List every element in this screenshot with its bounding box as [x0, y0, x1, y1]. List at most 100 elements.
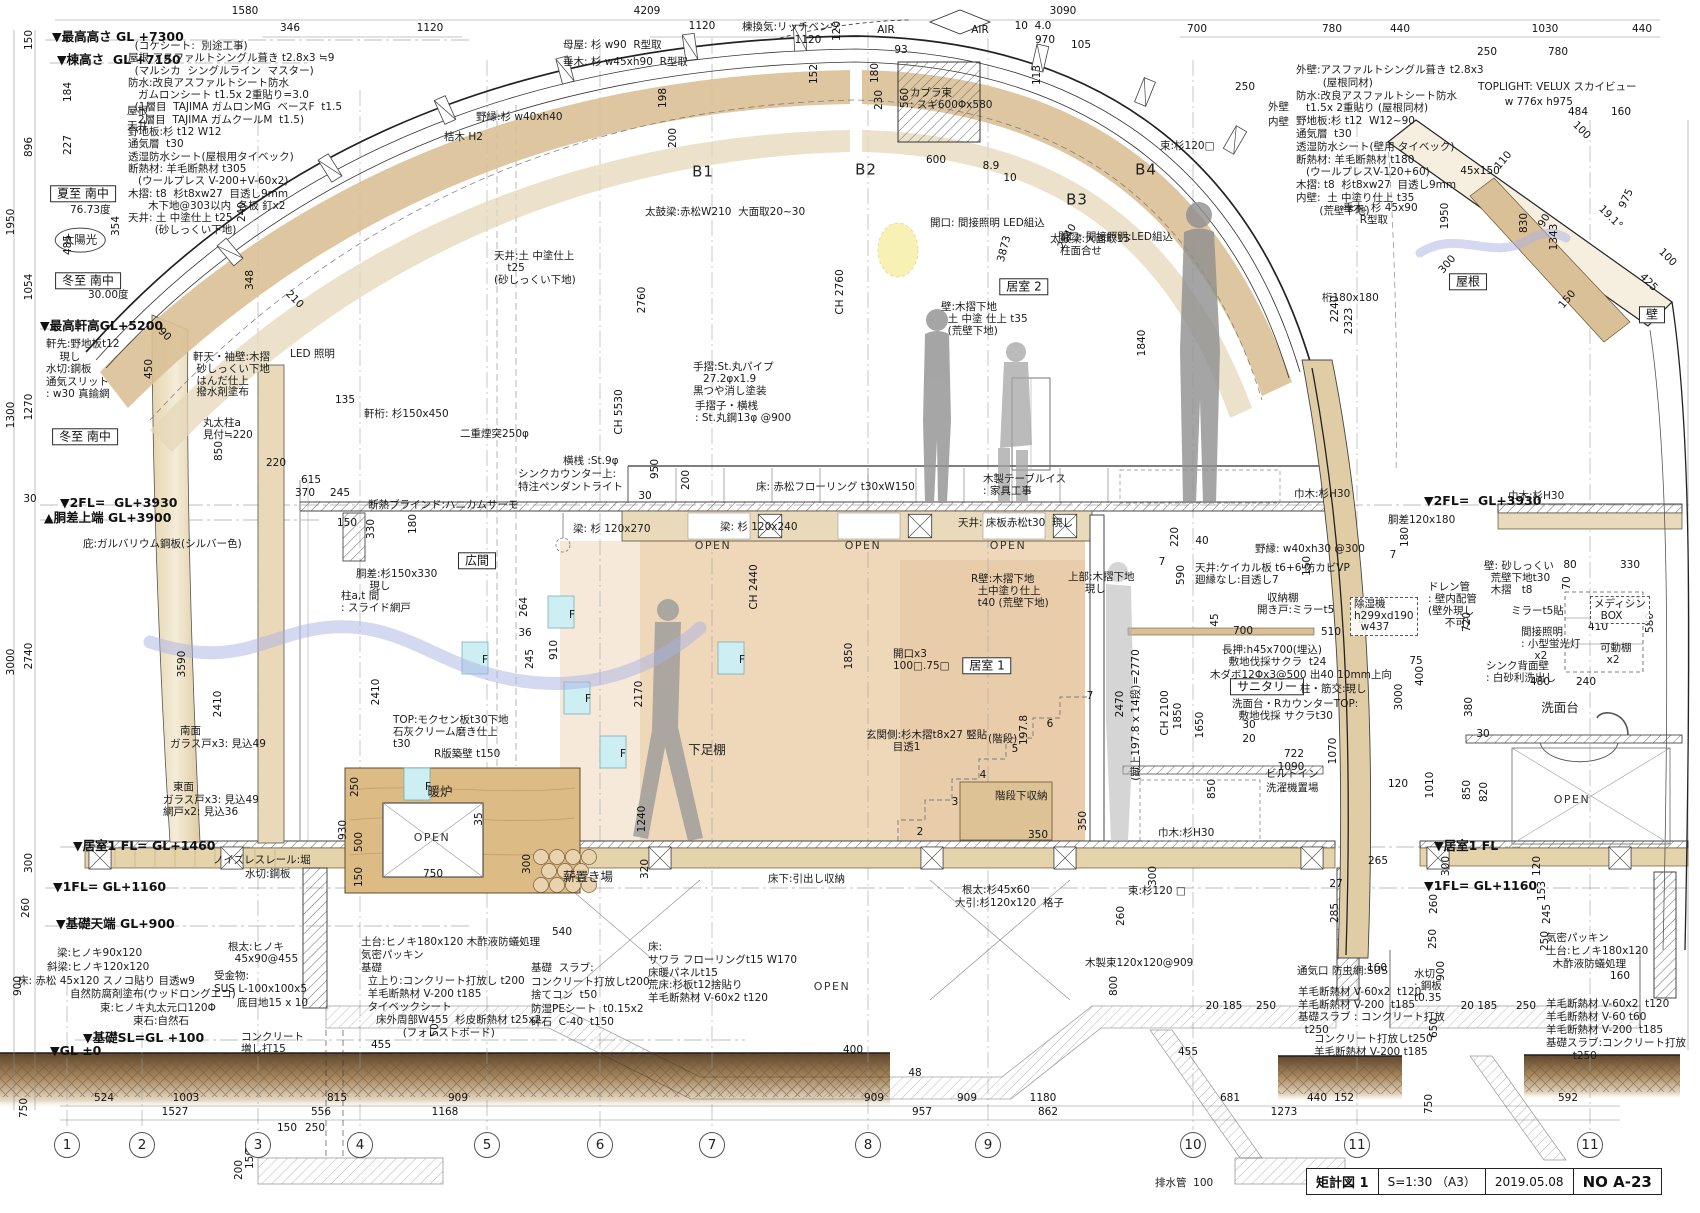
open-label: OPEN — [1553, 792, 1591, 806]
firewood-pile — [533, 849, 597, 893]
room-label: 壁 — [1638, 306, 1666, 324]
level-marker: ▼最高軒高GL+5200 — [40, 318, 164, 333]
dimension-label: AIR — [877, 24, 895, 37]
open-label: OPEN — [989, 538, 1027, 552]
level-marker: ▼基礎SL=GL +100 — [83, 1030, 205, 1045]
dimension-label: 250 — [1427, 928, 1440, 950]
slide-screen-note: 柱a,t 間: スライド網戸 — [341, 590, 411, 614]
annotation-label: 巾木:杉H30 — [1158, 827, 1215, 839]
dimension-label: 260 — [20, 897, 33, 919]
dimension-label: 590 — [1175, 564, 1188, 586]
dimension-label: 1180 — [1029, 1092, 1057, 1105]
wall2f-note: 壁:木摺下地 土 中塗 仕上 t35 (荒壁下地) — [941, 301, 1028, 337]
dimension-label: 930 — [337, 819, 350, 841]
dimension-label: 350 — [1027, 829, 1049, 842]
dimension-label: 2240 — [1329, 295, 1342, 323]
dimension-label: 780 — [1321, 23, 1343, 36]
annotation-label: 通気口 防虫網:SUS — [1297, 965, 1388, 977]
grid-bubble-2: 2 — [129, 1132, 155, 1158]
dimension-label: 1580 — [231, 5, 259, 18]
level-marker: ▼棟高さ GL +7150 — [57, 52, 181, 67]
dimension-label: 245 — [329, 487, 351, 500]
dimension-label: 264 — [518, 596, 531, 618]
grid-bubble-4: 4 — [347, 1132, 373, 1158]
light-glow — [877, 222, 919, 278]
fireplace — [344, 767, 581, 894]
dimension-label: 285 — [1329, 902, 1342, 924]
annotation-label: 梁: 杉 120x270 — [573, 523, 651, 535]
second-floor-slab — [299, 501, 1683, 562]
dimension-label: 780 — [1547, 46, 1569, 59]
annotation-label: 底目地15 x 10 — [237, 997, 309, 1009]
grid-bubble-9: 9 — [975, 1132, 1001, 1158]
open-label: OPEN — [813, 979, 851, 993]
table-bench — [1119, 469, 1281, 504]
annotation-label: 床: 赤松フローリング t30xW150 — [756, 481, 915, 493]
dimension-label: 400 — [842, 1044, 864, 1057]
level-marker: ▼GL ±0 — [50, 1043, 102, 1058]
dimension-label: 1168 — [431, 1106, 459, 1119]
dimension-label: 75 — [1409, 655, 1423, 668]
dimension-label: 1120 — [688, 20, 716, 33]
grid-bubble-8: 8 — [855, 1132, 881, 1158]
dimension-label: 250 — [1234, 81, 1256, 94]
drain-note: ドレン管: 壁内配管(壁外現し 不可) — [1428, 581, 1477, 629]
dimension-label: 1343 — [1548, 223, 1561, 251]
annotation-label: 根太:杉45x60 — [962, 884, 1030, 896]
dimension-label: 93 — [894, 44, 908, 57]
dimension-label: 150 — [276, 1122, 298, 1135]
dimension-label: 153 — [1536, 880, 1549, 902]
ceiling2f-note: 天井:土 中塗仕上 t25(砂しっくい下地) — [494, 250, 576, 286]
dimension-label: 2 — [916, 826, 924, 839]
dimension-label: 862 — [1037, 1106, 1059, 1119]
beam-label: B3 — [1066, 190, 1088, 209]
dimension-label: 910 — [548, 639, 561, 661]
joist-hinoki-note: 根太:ヒノキ 45x90@455 — [228, 941, 299, 965]
dimension-label: 70 — [1561, 576, 1574, 590]
dimension-label: 440 — [1389, 23, 1411, 36]
dimension-label: 1950 — [5, 208, 18, 236]
dimension-label: 7 — [1086, 690, 1094, 703]
dimension-label: 592 — [1557, 1092, 1579, 1105]
annotation-label: 棟換気:リッチベンツ — [742, 21, 841, 33]
dimension-label: 346 — [279, 22, 301, 35]
dimension-label: 45 — [1209, 613, 1222, 627]
level-marker: ▼1FL= GL+1160 — [1424, 878, 1538, 893]
sill-left-note: 土台:ヒノキ180x120 木酢液防蟻処理気密パッキン基礎 立上り:コンクリート… — [361, 936, 541, 1013]
annotation-label: 二重煙突250φ — [460, 428, 529, 440]
dimension-label: 220 — [265, 457, 287, 470]
dimension-label: 1010 — [1424, 771, 1437, 799]
dimension-label: 245 — [524, 648, 537, 670]
dimension-label: 20 — [1242, 733, 1256, 746]
dimension-label: 150 — [23, 29, 36, 51]
wall-plaster-note: 壁: 砂しっくい 荒壁下地t30 木摺 t8 — [1484, 560, 1554, 596]
dimension-label: 1054 — [23, 273, 36, 301]
annotation-label: 30.00度 — [88, 289, 129, 301]
annotation-label: 断熱ブラインド:ハニカムサーモ — [368, 499, 519, 511]
dimension-label: 500 — [353, 831, 366, 853]
concrete-left-note: コンクリート増し打15 — [241, 1031, 304, 1055]
dimension-label: 850 — [213, 440, 226, 462]
annotation-label: 胴差120x180 — [1388, 514, 1456, 526]
dimension-label: 40 — [1195, 535, 1209, 548]
dimension-label: 2760 — [636, 286, 649, 314]
grid-bubble-7: 7 — [699, 1132, 725, 1158]
dimension-label: 80 — [1563, 559, 1577, 572]
annotation-label: 床下:引出し収納 — [768, 873, 846, 885]
dimension-label: 1090 — [1277, 761, 1305, 774]
dimension-label: 30 — [1242, 719, 1256, 732]
dimension-label: 1270 — [23, 393, 36, 421]
annotation-label: 桁180x180 — [1322, 292, 1379, 304]
person-sanitary — [1106, 562, 1134, 841]
dimension-label: 30 — [638, 490, 652, 503]
dimension-label: 1120 — [794, 34, 822, 47]
dimension-label: 20 185 — [1205, 1000, 1243, 1013]
annotation-label: 束:杉120□ — [1160, 140, 1215, 152]
person-seated-table — [998, 342, 1032, 503]
area-label: 洗面台 — [1541, 700, 1579, 715]
